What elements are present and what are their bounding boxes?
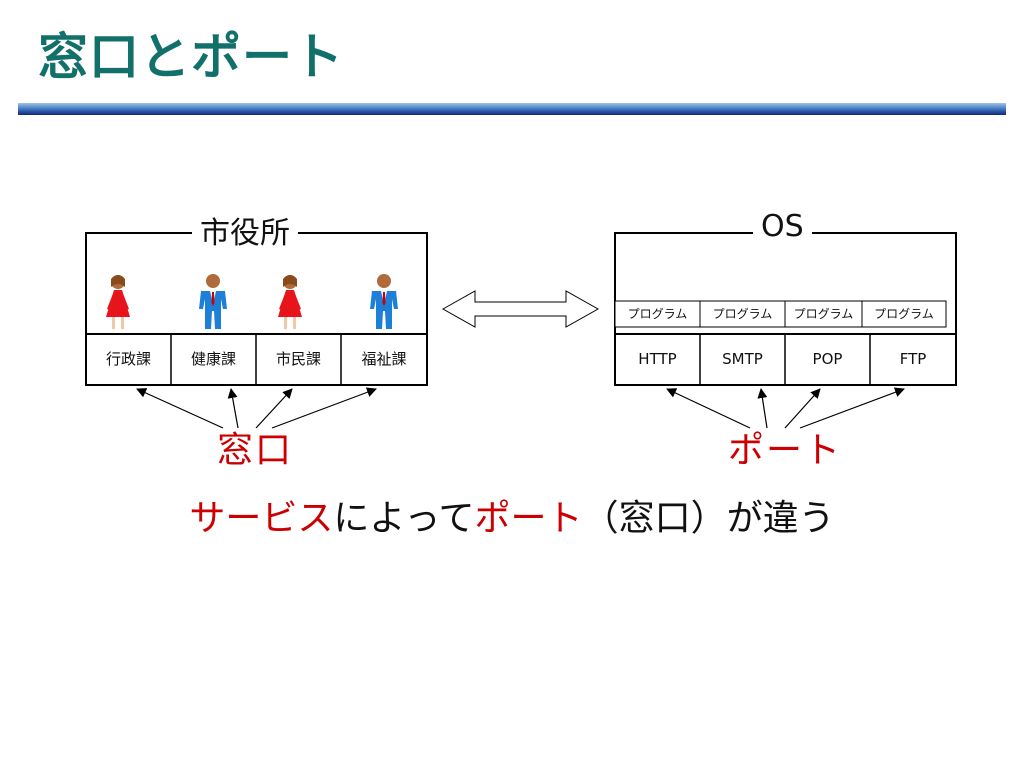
counter-label: 健康課	[190, 350, 236, 368]
title-divider	[18, 103, 1006, 115]
counter-label: 福祉課	[361, 350, 407, 368]
caption: サービスによってポート（窓口）が違う	[0, 496, 1024, 542]
window-label: 窓口	[216, 430, 293, 471]
caption-by: によって	[333, 498, 475, 539]
os-label: OS	[753, 210, 812, 244]
port-pointer-arrows	[666, 387, 905, 429]
port-label: SMTP	[722, 350, 763, 368]
program-label: プログラム	[874, 307, 934, 321]
staff-figure-2	[199, 274, 227, 329]
program-label: プログラム	[627, 307, 688, 321]
port-label-large: ポート	[727, 430, 842, 471]
port-label: POP	[812, 350, 843, 368]
slide-title: 窓口とポート	[38, 28, 344, 86]
caption-differs: （窓口）が違う	[582, 498, 835, 539]
staff-figure-3	[278, 275, 302, 329]
program-label: プログラム	[712, 307, 773, 321]
port-label: FTP	[899, 350, 927, 368]
counter-label: 市民課	[275, 350, 321, 368]
caption-service: サービス	[189, 498, 334, 539]
staff-figure-4	[370, 274, 398, 329]
city-hall-label: 市役所	[192, 217, 298, 251]
counter-pointer-arrows	[136, 387, 377, 429]
port-label: HTTP	[638, 350, 677, 368]
staff-figure-1	[106, 275, 130, 329]
caption-port: ポート	[474, 498, 583, 539]
program-row	[614, 300, 947, 328]
counter-label: 行政課	[105, 350, 151, 368]
program-label: プログラム	[793, 307, 854, 321]
double-arrow-icon	[441, 290, 600, 328]
